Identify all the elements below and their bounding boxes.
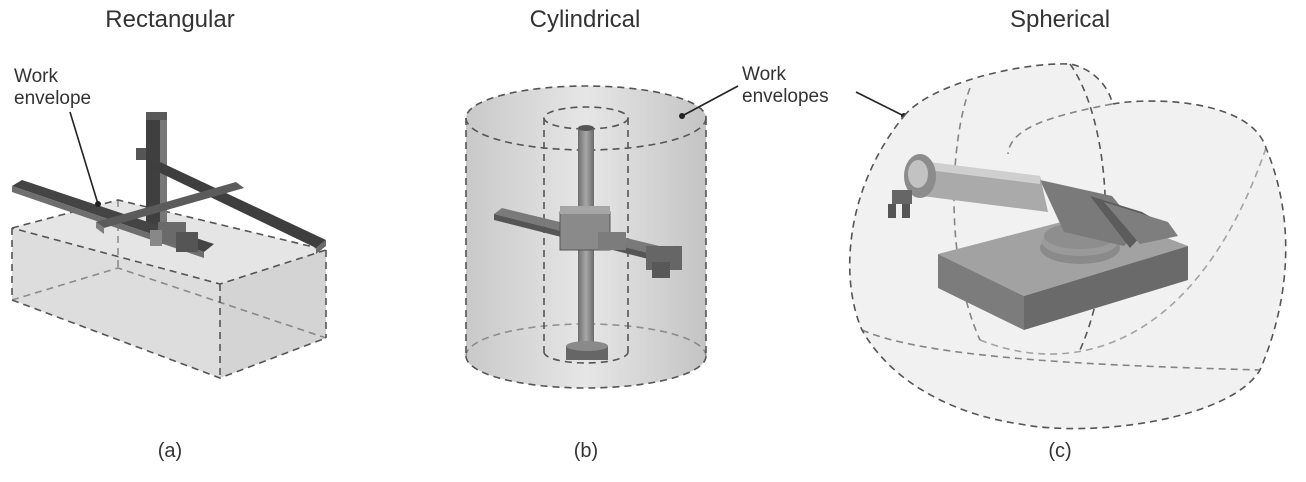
callout-dot-rectangular xyxy=(95,201,101,207)
caption-b: (b) xyxy=(556,440,616,463)
callout-lines-envelopes xyxy=(679,86,907,119)
cylindrical-robot xyxy=(466,86,706,388)
spherical-robot xyxy=(850,64,1286,429)
caption-a: (a) xyxy=(140,440,200,463)
caption-c: (c) xyxy=(1030,440,1090,463)
callout-line-rectangular xyxy=(70,112,98,204)
rectangular-robot xyxy=(12,112,326,378)
